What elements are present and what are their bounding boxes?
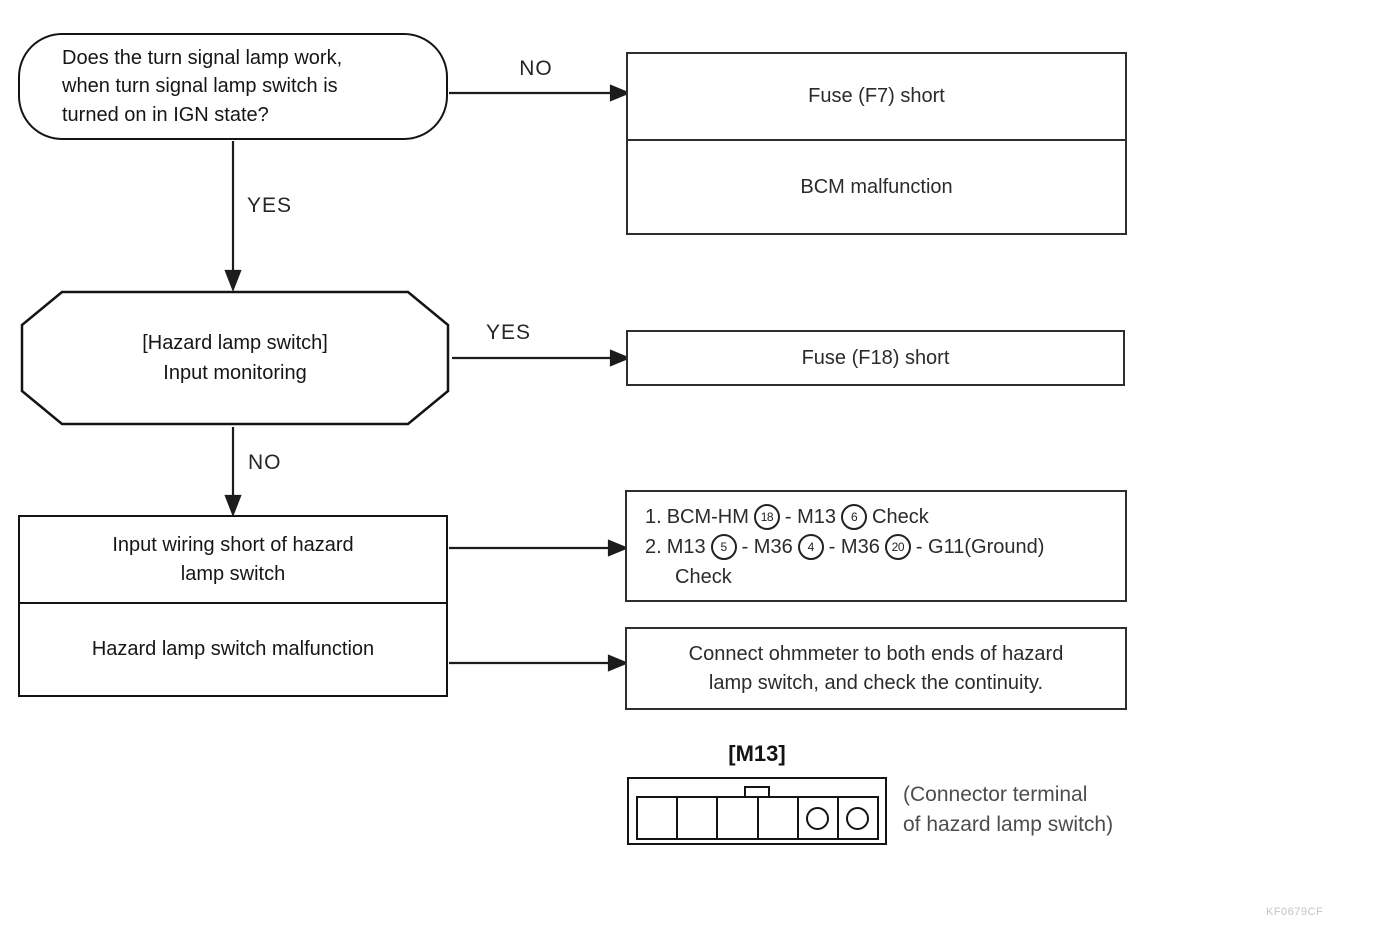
- octagon-outline: [20, 290, 450, 426]
- ohmmeter-instruction-box: Connect ohmmeter to both ends of hazard …: [625, 627, 1127, 710]
- check-line1-num: 1.: [645, 505, 662, 528]
- cause-input-wiring-short: Input wiring short of hazard lamp switch: [20, 517, 446, 604]
- connector-cell-5: [799, 798, 839, 838]
- decision-turn-signal-node: Does the turn signal lamp work, when tur…: [18, 33, 448, 140]
- pin-circle-6: 6: [841, 504, 868, 530]
- check-line2-text-a: M13: [666, 535, 706, 558]
- cause-switch-malfunction: Hazard lamp switch malfunction: [91, 638, 375, 660]
- decision-text-line1: Does the turn signal lamp work,: [62, 46, 343, 69]
- check-line-3: Check: [675, 565, 732, 588]
- check-line1-text-c: Check: [872, 505, 929, 528]
- pin-circle-20: 20: [884, 534, 911, 560]
- monitoring-node: [Hazard lamp switch] Input monitoring: [20, 290, 450, 426]
- monitoring-text-line1: [Hazard lamp switch]: [142, 332, 328, 354]
- decision-text-line3: turned on in IGN state?: [62, 103, 269, 126]
- result-bcm-malfunction: BCM malfunction: [800, 175, 953, 198]
- edge-label-no-1: NO: [519, 57, 553, 80]
- connector-lock-tab: [744, 786, 770, 798]
- arrowhead-yes-to-monitoring: [224, 269, 242, 293]
- check-line-2: 2. M13 5 - M36 4 - M36 20 - G11(Ground): [645, 532, 1117, 562]
- pin-circle-5: 5: [710, 534, 737, 560]
- connector-caption-line1: (Connector terminal: [903, 783, 1088, 806]
- check-line2-text-d: - G11(Ground): [915, 535, 1045, 558]
- ohmmeter-text-line2: lamp switch, and check the continuity.: [708, 671, 1044, 694]
- connector-cell-3: [718, 798, 759, 838]
- check-procedure-box: 1. BCM-HM 18 - M13 6 Check 2. M13 5 - M3…: [625, 490, 1127, 602]
- check-line1-text-b: - M13: [784, 505, 837, 528]
- decision-text-line2: when turn signal lamp switch is: [62, 75, 338, 98]
- check-line2-text-c: - M36: [828, 535, 880, 558]
- connector-cell-1: [638, 798, 679, 838]
- connector-caption: (Connector terminal of hazard lamp switc…: [903, 780, 1173, 840]
- connector-cell-2: [678, 798, 719, 838]
- arrowhead-to-ohmmeter-box: [607, 654, 629, 672]
- check-line2-num: 2.: [645, 535, 662, 558]
- result-fuse-f18-text: Fuse (F18) short: [801, 346, 950, 369]
- terminal-circle-icon: [806, 806, 830, 830]
- edge-label-yes-2: YES: [486, 321, 532, 344]
- cause-row1-line2: lamp switch: [180, 562, 286, 585]
- result-box-fuse-f7-bcm: Fuse (F7) short BCM malfunction: [626, 52, 1127, 235]
- connector-terminal-row: [636, 796, 879, 840]
- check-line1-text-a: BCM-HM: [666, 505, 749, 528]
- arrowhead-to-check-box: [607, 539, 629, 557]
- connector-cell-6: [839, 798, 877, 838]
- cause-row1-line1: Input wiring short of hazard: [112, 533, 354, 556]
- terminal-circle-icon: [846, 806, 870, 830]
- check-line2-text-b: - M36: [741, 535, 793, 558]
- ohmmeter-text-line1: Connect ohmmeter to both ends of hazard: [688, 642, 1064, 665]
- connector-label-m13: [M13]: [728, 741, 786, 766]
- page-code-watermark: KF0679CF: [1266, 906, 1324, 918]
- monitoring-text-line2: Input monitoring: [163, 362, 307, 384]
- arrowhead-no-to-cause-box: [224, 494, 242, 518]
- result-fuse-f7: Fuse (F7) short: [628, 54, 1125, 141]
- connector-cell-4: [759, 798, 799, 838]
- pin-circle-4: 4: [797, 534, 824, 560]
- edge-label-no-2: NO: [248, 451, 282, 474]
- edge-label-yes-1: YES: [247, 194, 293, 217]
- result-box-fuse-f18: Fuse (F18) short: [626, 330, 1125, 386]
- cause-box: Input wiring short of hazard lamp switch…: [18, 515, 448, 697]
- pin-circle-18: 18: [753, 504, 780, 530]
- connector-caption-line2: of hazard lamp switch): [903, 813, 1114, 836]
- check-line-1: 1. BCM-HM 18 - M13 6 Check: [645, 502, 1117, 532]
